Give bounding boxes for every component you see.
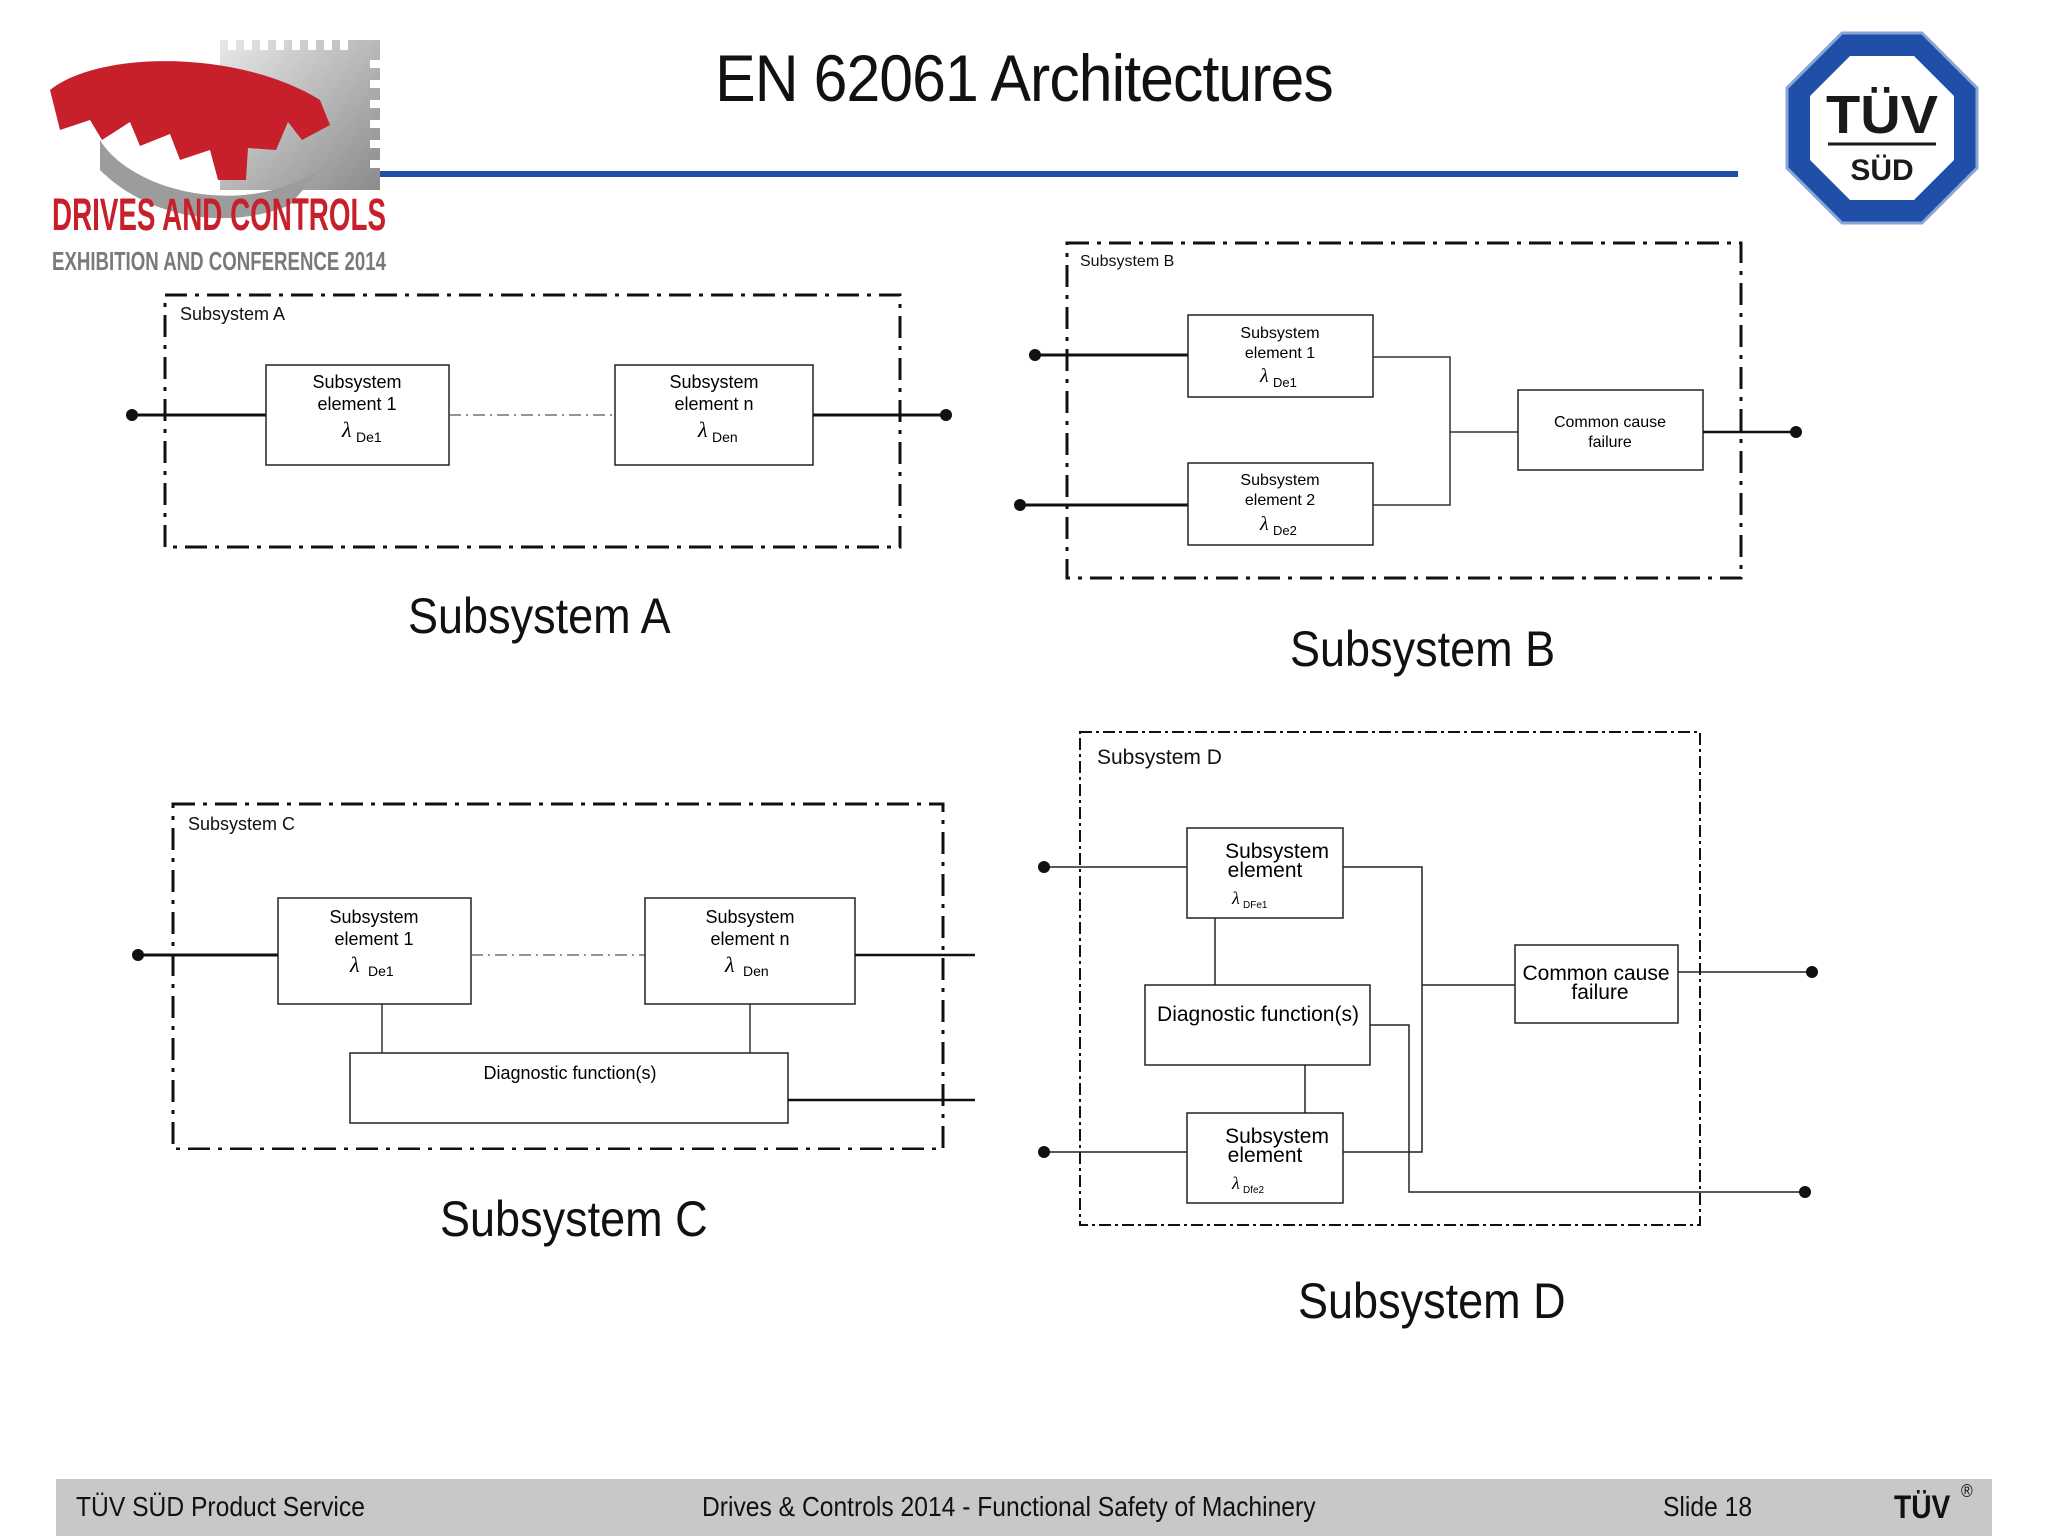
diagram-subsystem-c: Subsystem C Subsystem element 1 λ De1 Su… [132, 802, 975, 1150]
svg-text:De1: De1 [1273, 375, 1297, 390]
element-a-1: Subsystem element 1 λ De1 [265, 364, 450, 466]
footer-center: Drives & Controls 2014 - Functional Safe… [702, 1491, 1316, 1522]
svg-text:Common cause: Common cause [1522, 962, 1669, 985]
input-terminal-b1 [1029, 349, 1041, 361]
logo-line2: EXHIBITION AND CONFERENCE 2014 [52, 246, 386, 276]
svg-text:λ: λ [724, 952, 735, 977]
footer-bar: TÜV SÜD Product Service Drives & Control… [56, 1479, 1992, 1536]
svg-text:Subsystem: Subsystem [669, 372, 758, 392]
svg-text:Diagnostic function(s): Diagnostic function(s) [1157, 1003, 1359, 1026]
svg-text:Subsystem: Subsystem [705, 907, 794, 927]
element-a-n: Subsystem element n λ Den [614, 364, 814, 466]
svg-text:λ: λ [1259, 365, 1269, 387]
svg-text:Dfe2: Dfe2 [1243, 1185, 1265, 1196]
svg-text:λ: λ [697, 417, 708, 442]
footer-registered-mark: ® [1961, 1481, 1973, 1501]
svg-text:element 1: element 1 [1245, 345, 1315, 362]
caption-subsystem-a: Subsystem A [408, 588, 671, 644]
caption-subsystem-d: Subsystem D [1298, 1273, 1566, 1329]
frame-label-b: Subsystem B [1080, 253, 1174, 270]
input-terminal-b2 [1014, 499, 1026, 511]
svg-text:De1: De1 [356, 429, 382, 445]
frame-label-d: Subsystem D [1097, 746, 1222, 769]
svg-text:element n: element n [710, 929, 789, 949]
caption-subsystem-b: Subsystem B [1290, 621, 1556, 677]
svg-text:λ: λ [341, 417, 352, 442]
diagram-subsystem-b: Subsystem B Subsystem element 1 λ De1 Su… [1014, 241, 1802, 580]
svg-text:De1: De1 [368, 963, 394, 979]
frame-subsystem-c [171, 802, 945, 1150]
svg-text:Subsystem: Subsystem [1225, 1125, 1329, 1148]
frame-subsystem-a [163, 293, 902, 549]
svg-text:Den: Den [743, 963, 769, 979]
svg-text:λ: λ [349, 952, 360, 977]
tuv-logo-top: TÜV [1826, 85, 1938, 145]
page-title: EN 62061 Architectures [715, 41, 1334, 115]
tuv-logo-bottom: SÜD [1850, 154, 1913, 187]
diagram-subsystem-a: Subsystem A Subsystem element 1 λ De1 Su… [126, 293, 952, 549]
diagnostic-function-c: Diagnostic function(s) [349, 1052, 789, 1124]
frame-subsystem-d [1079, 731, 1701, 1226]
svg-text:λ: λ [1231, 1173, 1240, 1193]
output-terminal-d1 [1806, 966, 1818, 978]
gear-icon [50, 36, 384, 219]
element-c-1: Subsystem element 1 λ De1 [277, 897, 472, 1005]
input-terminal-d1 [1038, 861, 1050, 873]
diagnostic-function-d: Diagnostic function(s) [1144, 984, 1371, 1066]
svg-text:Subsystem: Subsystem [312, 372, 401, 392]
svg-text:element 1: element 1 [334, 929, 413, 949]
svg-text:Subsystem: Subsystem [1240, 472, 1319, 489]
element-b-1: Subsystem element 1 λ De1 [1187, 314, 1374, 398]
tuv-sud-logo: TÜV SÜD [1785, 31, 1979, 225]
logo-line1: DRIVES AND CONTROLS [52, 189, 386, 240]
svg-text:element 1: element 1 [317, 394, 396, 414]
svg-text:element: element [1228, 1144, 1303, 1167]
svg-text:failure: failure [1571, 981, 1628, 1004]
svg-text:De2: De2 [1273, 523, 1297, 538]
svg-text:Den: Den [712, 429, 738, 445]
output-terminal-b [1790, 426, 1802, 438]
frame-subsystem-b [1065, 241, 1743, 580]
svg-text:λ: λ [1259, 513, 1269, 535]
footer-slide-number: Slide 18 [1663, 1491, 1753, 1522]
input-terminal-d2 [1038, 1146, 1050, 1158]
svg-text:Subsystem: Subsystem [329, 907, 418, 927]
svg-text:Common cause: Common cause [1554, 414, 1666, 431]
svg-text:Diagnostic function(s): Diagnostic function(s) [483, 1063, 656, 1083]
element-d-2: Subsystem element λ Dfe2 [1186, 1112, 1344, 1204]
footer-brand: TÜV [1894, 1489, 1951, 1525]
element-c-n: Subsystem element n λ Den [644, 897, 856, 1005]
svg-text:element n: element n [674, 394, 753, 414]
input-terminal-c [132, 949, 144, 961]
drives-and-controls-logo: DRIVES AND CONTROLS EXHIBITION AND CONFE… [50, 36, 386, 276]
svg-text:failure: failure [1588, 434, 1632, 451]
diagram-subsystem-d: Subsystem D Subsystem element λ DFe1 Dia… [1038, 731, 1818, 1226]
output-terminal-d2 [1799, 1186, 1811, 1198]
frame-label-a: Subsystem A [180, 304, 285, 324]
title-rule [380, 171, 1738, 177]
input-terminal-a [126, 409, 138, 421]
frame-label-c: Subsystem C [188, 814, 295, 834]
svg-text:element 2: element 2 [1245, 492, 1315, 509]
svg-text:Subsystem: Subsystem [1240, 325, 1319, 342]
element-b-2: Subsystem element 2 λ De2 [1187, 462, 1374, 546]
footer-left: TÜV SÜD Product Service [76, 1491, 365, 1522]
common-cause-failure-d: Common cause failure [1514, 944, 1679, 1024]
svg-text:λ: λ [1231, 888, 1240, 908]
caption-subsystem-c: Subsystem C [440, 1191, 708, 1247]
svg-text:element: element [1228, 859, 1303, 882]
svg-text:Subsystem: Subsystem [1225, 840, 1329, 863]
svg-text:DFe1: DFe1 [1243, 900, 1268, 911]
element-d-1: Subsystem element λ DFe1 [1186, 827, 1344, 919]
output-terminal-a [940, 409, 952, 421]
common-cause-failure-b: Common cause failure [1517, 389, 1704, 471]
